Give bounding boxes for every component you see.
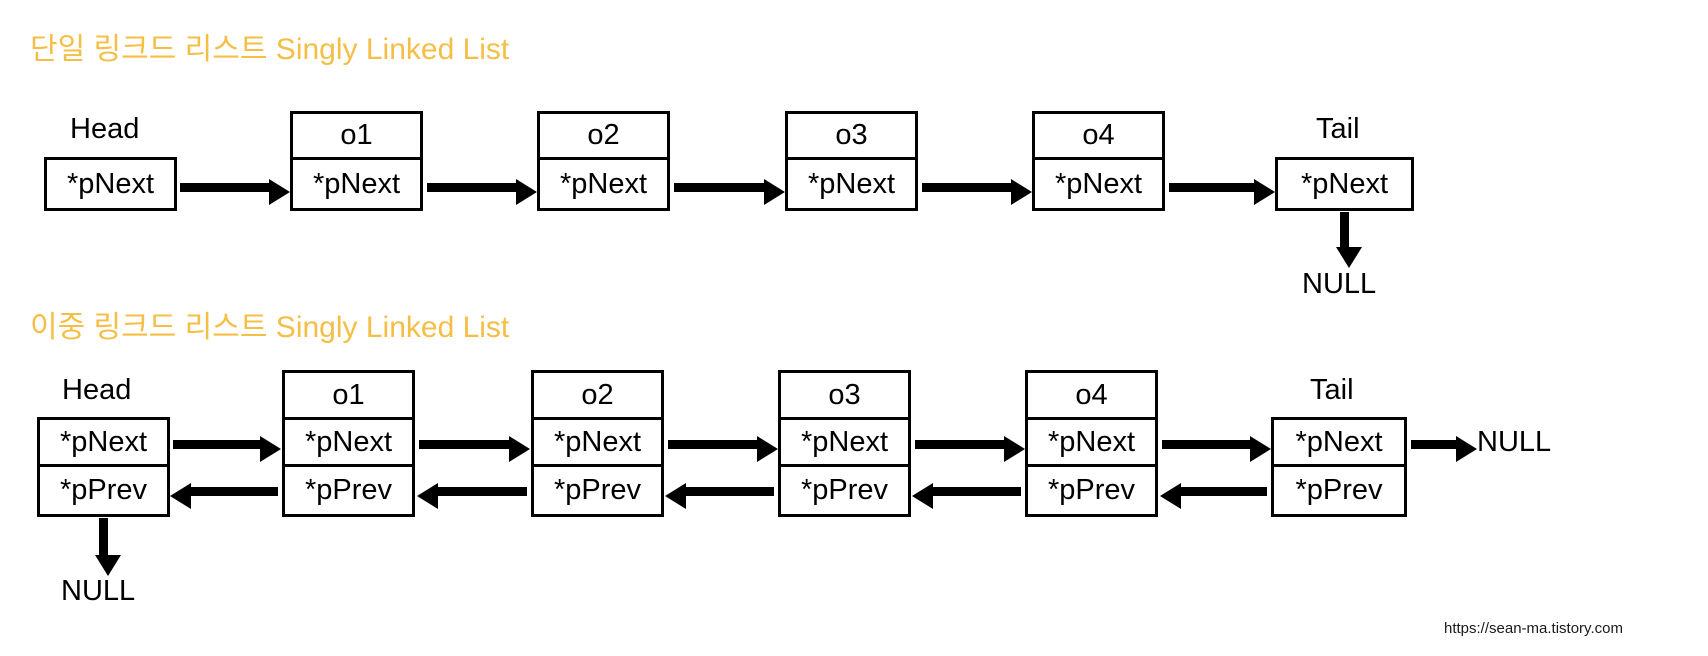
doubly-arrow-head-to-null	[95, 518, 121, 576]
singly-node-o2: o2 *pNext	[537, 111, 670, 211]
doubly-head-pprev-cell: *pPrev	[40, 467, 167, 514]
singly-node-o1: o1 *pNext	[290, 111, 423, 211]
singly-arrow-head-to-o1	[180, 179, 290, 205]
singly-node-o4: o4 *pNext	[1032, 111, 1165, 211]
doubly-node-o4-pnext-cell: *pNext	[1028, 420, 1155, 467]
doubly-head-null-label: NULL	[61, 575, 136, 607]
singly-tail-node: *pNext	[1275, 157, 1414, 211]
singly-node-o3: o3 *pNext	[785, 111, 918, 211]
singly-node-o4-header: o4	[1035, 114, 1162, 160]
doubly-arrow-next-o1-to-o2	[419, 436, 530, 462]
doubly-node-o2: o2 *pNext *pPrev	[531, 370, 664, 517]
doubly-node-o3-pprev-cell: *pPrev	[781, 467, 908, 514]
doubly-node-o4-pprev-cell: *pPrev	[1028, 467, 1155, 514]
doubly-arrow-prev-tail-to-o4	[1160, 483, 1267, 509]
singly-node-o2-pnext-cell: *pNext	[540, 160, 667, 208]
singly-node-o2-header: o2	[540, 114, 667, 160]
doubly-node-o4: o4 *pNext *pPrev	[1025, 370, 1158, 517]
doubly-tail-label: Tail	[1310, 374, 1354, 406]
doubly-arrow-next-o4-to-tail	[1162, 436, 1271, 462]
singly-arrow-o1-to-o2	[427, 179, 537, 205]
doubly-node-o1-pprev-cell: *pPrev	[285, 467, 412, 514]
doubly-arrow-next-o2-to-o3	[668, 436, 778, 462]
singly-node-o3-pnext-cell: *pNext	[788, 160, 915, 208]
doubly-tail-node: *pNext *pPrev	[1271, 417, 1407, 517]
doubly-arrow-prev-o2-to-o1	[417, 483, 527, 509]
doubly-arrow-prev-o1-to-head	[170, 483, 278, 509]
singly-arrow-tail-to-null	[1336, 212, 1362, 268]
doubly-node-o1-header: o1	[285, 373, 412, 420]
doubly-arrow-prev-o4-to-o3	[912, 483, 1021, 509]
singly-tail-label: Tail	[1316, 113, 1360, 145]
doubly-head-label: Head	[62, 374, 132, 406]
doubly-tail-null-label: NULL	[1477, 426, 1552, 458]
doubly-tail-pprev-cell: *pPrev	[1274, 467, 1404, 514]
singly-node-o4-pnext-cell: *pNext	[1035, 160, 1162, 208]
doubly-arrow-tail-to-null	[1411, 436, 1477, 462]
doubly-node-o3-header: o3	[781, 373, 908, 420]
doubly-node-o2-header: o2	[534, 373, 661, 420]
doubly-node-o3: o3 *pNext *pPrev	[778, 370, 911, 517]
singly-node-o1-header: o1	[293, 114, 420, 160]
doubly-arrow-prev-o3-to-o2	[665, 483, 774, 509]
doubly-node-o2-pnext-cell: *pNext	[534, 420, 661, 467]
singly-head-node: *pNext	[44, 157, 177, 211]
doubly-arrow-next-o3-to-o4	[915, 436, 1025, 462]
doubly-arrow-next-head-to-o1	[173, 436, 281, 462]
doubly-node-o1-pnext-cell: *pNext	[285, 420, 412, 467]
singly-null-label: NULL	[1302, 268, 1377, 300]
source-watermark: https://sean-ma.tistory.com	[1444, 620, 1623, 637]
doubly-node-o1: o1 *pNext *pPrev	[282, 370, 415, 517]
singly-head-pnext-cell: *pNext	[47, 160, 174, 208]
doubly-head-node: *pNext *pPrev	[37, 417, 170, 517]
doubly-node-o3-pnext-cell: *pNext	[781, 420, 908, 467]
singly-arrow-o3-to-o4	[922, 179, 1032, 205]
singly-node-o1-pnext-cell: *pNext	[293, 160, 420, 208]
doubly-tail-pnext-cell: *pNext	[1274, 420, 1404, 467]
singly-head-label: Head	[70, 113, 140, 145]
doubly-node-o4-header: o4	[1028, 373, 1155, 420]
singly-node-o3-header: o3	[788, 114, 915, 160]
singly-arrow-o4-to-tail	[1169, 179, 1275, 205]
doubly-list-title: 이중 링크드 리스트 Singly Linked List	[30, 311, 510, 344]
doubly-node-o2-pprev-cell: *pPrev	[534, 467, 661, 514]
singly-tail-pnext-cell: *pNext	[1278, 160, 1411, 208]
doubly-head-pnext-cell: *pNext	[40, 420, 167, 467]
singly-list-title: 단일 링크드 리스트 Singly Linked List	[30, 33, 510, 66]
singly-arrow-o2-to-o3	[674, 179, 785, 205]
